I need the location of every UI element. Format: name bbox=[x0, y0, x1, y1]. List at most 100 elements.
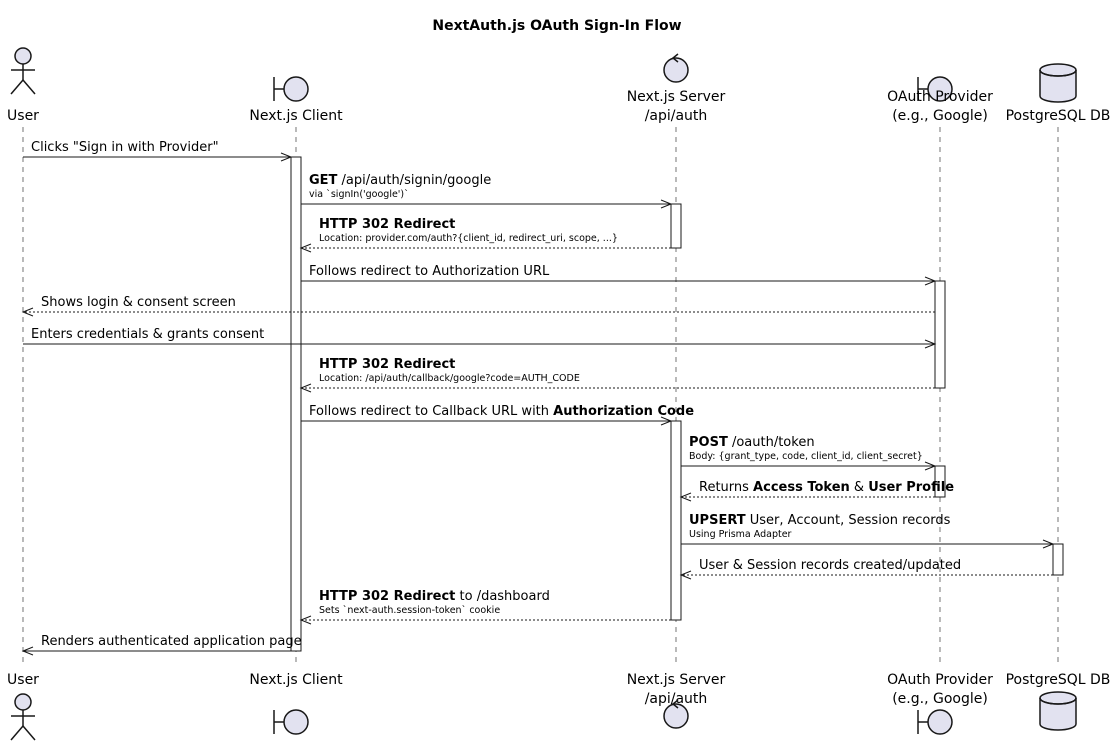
message-label-part: to /dashboard bbox=[455, 589, 549, 604]
participant-label: Next.js Server bbox=[627, 89, 726, 105]
participant-user-bottom: User bbox=[7, 672, 39, 741]
participant-db-top: PostgreSQL DB bbox=[1006, 63, 1110, 124]
message-label: HTTP 302 Redirect bbox=[319, 217, 455, 232]
message-1: Clicks "Sign in with Provider" bbox=[23, 140, 293, 162]
message-label: HTTP 302 Redirect bbox=[319, 357, 455, 372]
message-label-part: HTTP 302 Redirect bbox=[319, 217, 455, 232]
message-label-part: GET bbox=[309, 173, 338, 188]
message-label-part: User & Session records created/updated bbox=[699, 558, 961, 573]
message-label-part: Access Token bbox=[753, 480, 850, 495]
message-14: Renders authenticated application page bbox=[21, 634, 302, 656]
participant-label: (e.g., Google) bbox=[892, 108, 988, 124]
message-label: Returns Access Token & User Profile bbox=[699, 480, 954, 495]
actor-icon bbox=[10, 47, 36, 95]
participant-server-top: Next.js Server/api/auth bbox=[627, 53, 726, 124]
message-label-part: Shows login & consent screen bbox=[41, 295, 236, 310]
participant-user-top: User bbox=[7, 47, 39, 124]
message-5: Shows login & consent screen bbox=[21, 295, 935, 317]
activation-server bbox=[670, 203, 682, 249]
arrowhead-icon bbox=[280, 152, 293, 162]
message-label: HTTP 302 Redirect to /dashboard bbox=[319, 589, 550, 604]
message-sublabel: Location: /api/auth/callback/google?code… bbox=[319, 373, 580, 384]
boundary-icon bbox=[917, 709, 953, 735]
arrowhead-icon bbox=[299, 383, 312, 393]
participant-label: PostgreSQL DB bbox=[1006, 108, 1110, 124]
arrowhead-icon bbox=[21, 646, 34, 656]
arrowhead-icon bbox=[299, 243, 312, 253]
message-label: Renders authenticated application page bbox=[41, 634, 302, 649]
message-sublabel: via `signIn('google')` bbox=[309, 189, 409, 200]
boundary-icon bbox=[917, 76, 953, 102]
message-8: Follows redirect to Callback URL with Au… bbox=[301, 404, 694, 426]
message-label-part: Renders authenticated application page bbox=[41, 634, 302, 649]
message-label: Clicks "Sign in with Provider" bbox=[31, 140, 219, 155]
participant-label: PostgreSQL DB bbox=[1006, 672, 1110, 688]
message-label-part: User, Account, Session records bbox=[746, 513, 951, 528]
participant-label: Next.js Client bbox=[249, 108, 343, 124]
arrowhead-icon bbox=[299, 615, 312, 625]
participant-db-bottom: PostgreSQL DB bbox=[1006, 672, 1110, 731]
message-label: POST /oauth/token bbox=[689, 435, 815, 450]
participant-server-bottom: Next.js Server/api/auth bbox=[627, 672, 726, 729]
arrowhead-icon bbox=[924, 461, 937, 471]
arrowhead-icon bbox=[679, 492, 692, 502]
diagram-title: NextAuth.js OAuth Sign-In Flow bbox=[432, 18, 681, 34]
message-label-part: /oauth/token bbox=[728, 435, 815, 450]
message-6: Enters credentials & grants consent bbox=[23, 327, 937, 349]
message-label-part: & bbox=[850, 480, 868, 495]
message-label-part: Clicks "Sign in with Provider" bbox=[31, 140, 219, 155]
message-label: UPSERT User, Account, Session records bbox=[689, 513, 951, 528]
participant-label: Next.js Server bbox=[627, 672, 726, 688]
database-icon bbox=[1039, 691, 1077, 731]
message-sublabel: Body: {grant_type, code, client_id, clie… bbox=[689, 451, 923, 462]
activation-db bbox=[1052, 543, 1064, 576]
message-label: GET /api/auth/signin/google bbox=[309, 173, 491, 188]
message-label: Shows login & consent screen bbox=[41, 295, 236, 310]
message-label-part: Returns bbox=[699, 480, 753, 495]
message-sublabel: Sets `next-auth.session-token` cookie bbox=[319, 605, 500, 616]
participant-label: (e.g., Google) bbox=[892, 691, 988, 707]
participant-provider-top: OAuth Provider (e.g., Google) bbox=[887, 76, 993, 124]
participant-label: User bbox=[7, 672, 39, 688]
boundary-icon bbox=[273, 709, 309, 735]
message-10: Returns Access Token & User Profile bbox=[679, 480, 954, 502]
message-label: Follows redirect to Authorization URL bbox=[309, 264, 550, 279]
participant-label: Next.js Client bbox=[249, 672, 343, 688]
arrowhead-icon bbox=[660, 199, 673, 209]
message-label: Follows redirect to Callback URL with Au… bbox=[309, 404, 694, 419]
control-icon bbox=[663, 699, 689, 729]
message-sublabel: Location: provider.com/auth?{client_id, … bbox=[319, 233, 618, 244]
database-icon bbox=[1039, 63, 1077, 103]
participant-provider-bottom: OAuth Provider(e.g., Google) bbox=[887, 672, 993, 735]
boundary-icon bbox=[273, 76, 309, 102]
arrowhead-icon bbox=[660, 416, 673, 426]
activation-provider bbox=[934, 465, 946, 498]
arrowhead-icon bbox=[924, 276, 937, 286]
message-label-part: /api/auth/signin/google bbox=[337, 173, 491, 188]
message-label-part: Enters credentials & grants consent bbox=[31, 327, 264, 342]
message-label-part: HTTP 302 Redirect bbox=[319, 357, 455, 372]
participant-label: /api/auth bbox=[645, 691, 708, 707]
message-label-part: Follows redirect to Authorization URL bbox=[309, 264, 550, 279]
message-label-part: POST bbox=[689, 435, 728, 450]
participant-label: OAuth Provider bbox=[887, 89, 993, 105]
control-icon bbox=[663, 53, 689, 83]
message-11: UPSERT User, Account, Session recordsUsi… bbox=[681, 513, 1055, 549]
message-label: User & Session records created/updated bbox=[699, 558, 961, 573]
arrowhead-icon bbox=[1042, 539, 1055, 549]
message-label: Enters credentials & grants consent bbox=[31, 327, 264, 342]
activation-client bbox=[290, 156, 302, 652]
participant-label: /api/auth bbox=[645, 108, 708, 124]
arrowhead-icon bbox=[924, 339, 937, 349]
participant-client-top: Next.js Client bbox=[249, 76, 343, 124]
message-label-part: Authorization Code bbox=[553, 404, 694, 419]
arrowhead-icon bbox=[21, 307, 34, 317]
message-12: User & Session records created/updated bbox=[679, 558, 1053, 580]
message-4: Follows redirect to Authorization URL bbox=[301, 264, 937, 286]
message-label-part: HTTP 302 Redirect bbox=[319, 589, 455, 604]
